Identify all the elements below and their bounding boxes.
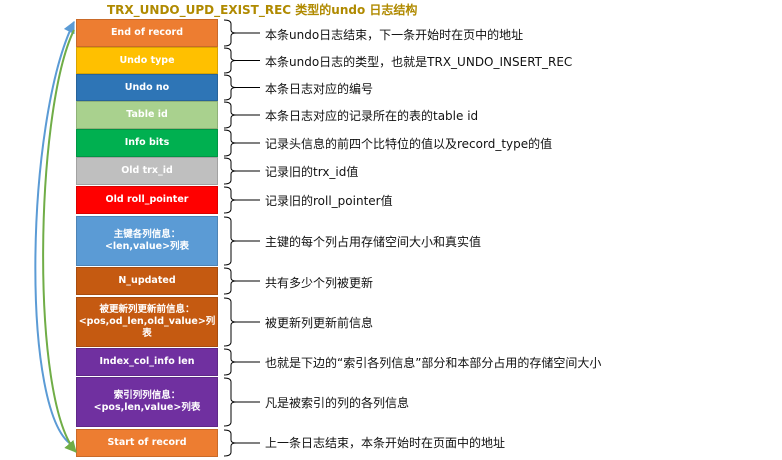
- diagram-title: TRX_UNDO_UPD_EXIST_REC 类型的undo 日志结构: [107, 3, 418, 17]
- desc-undo-type: 本条undo日志的类型，也就是TRX_UNDO_INSERT_REC: [265, 55, 573, 69]
- braces: [223, 19, 260, 457]
- brace: [223, 47, 237, 74]
- brace: [223, 267, 237, 295]
- field-info-bits: Info bits: [76, 129, 218, 157]
- brace: [223, 348, 237, 376]
- field-n-updated: N_updated: [76, 267, 218, 295]
- brace: [223, 429, 237, 457]
- desc-old-roll-pointer: 记录旧的roll_pointer值: [265, 194, 393, 208]
- field-label: Table id: [126, 109, 168, 120]
- field-primary-key-columns: 主键各列信息： <len,value>列表: [76, 216, 218, 266]
- field-label: Index_col_info len: [99, 356, 195, 367]
- field-label: 主键各列信息： <len,value>列表: [104, 229, 190, 252]
- field-label: N_updated: [118, 275, 176, 286]
- brace: [223, 157, 237, 185]
- brace: [223, 129, 237, 157]
- desc-index-columns: 凡是被索引的列的各列信息: [265, 396, 410, 410]
- brace: [223, 297, 237, 347]
- field-end-of-record: End of record: [76, 19, 218, 47]
- field-label: 索引列列信息： <pos,len,value>列表: [93, 390, 201, 413]
- desc-primary-key-columns: 主键的每个列占用存储空间大小和真实值: [265, 235, 482, 249]
- field-label: Old trx_id: [121, 165, 173, 176]
- field-table-id: Table id: [76, 101, 218, 129]
- field-label: End of record: [110, 27, 184, 38]
- desc-info-bits: 记录头信息的前四个比特位的值以及record_type的值: [265, 137, 553, 151]
- desc-n-updated: 共有多少个列被更新: [265, 276, 374, 290]
- field-undo-no: Undo no: [76, 74, 218, 101]
- field-label: 被更新列更新前信息： <pos,od_len,old_value>列表: [78, 304, 216, 339]
- field-index-col-info-len: Index_col_info len: [76, 348, 218, 376]
- field-undo-type: Undo type: [76, 47, 218, 74]
- brace: [223, 74, 237, 101]
- field-label: Info bits: [124, 137, 170, 148]
- field-old-roll-pointer: Old roll_pointer: [76, 186, 218, 214]
- desc-end-of-record: 本条undo日志结束，下一条开始时在页中的地址: [265, 28, 524, 42]
- arrow-end-to-start: [42, 29, 77, 453]
- desc-updated-columns-before: 被更新列更新前信息: [265, 316, 374, 330]
- arrow-start-to-end: [34, 20, 75, 447]
- field-label: Undo type: [119, 54, 175, 66]
- desc-old-trx-id: 记录旧的trx_id值: [265, 165, 359, 179]
- field-start-of-record: Start of record: [76, 429, 218, 457]
- desc-table-id: 本条日志对应的记录所在的表的table id: [265, 109, 479, 123]
- field-label: Old roll_pointer: [105, 194, 189, 205]
- desc-start-of-record: 上一条日志结束，本条开始时在页面中的地址: [265, 436, 506, 450]
- brace: [223, 19, 237, 47]
- desc-undo-no: 本条日志对应的编号: [265, 82, 374, 96]
- brace: [223, 186, 237, 214]
- field-label: Start of record: [107, 437, 187, 448]
- field-updated-columns-before: 被更新列更新前信息： <pos,od_len,old_value>列表: [76, 297, 218, 347]
- field-index-columns: 索引列列信息： <pos,len,value>列表: [76, 377, 218, 427]
- brace: [223, 216, 237, 266]
- field-label: Undo no: [124, 81, 170, 93]
- brace: [223, 101, 237, 129]
- desc-index-col-info-len: 也就是下边的“索引各列信息”部分和本部分占用的存储空间大小: [265, 356, 602, 370]
- brace: [223, 377, 237, 427]
- field-old-trx-id: Old trx_id: [76, 157, 218, 185]
